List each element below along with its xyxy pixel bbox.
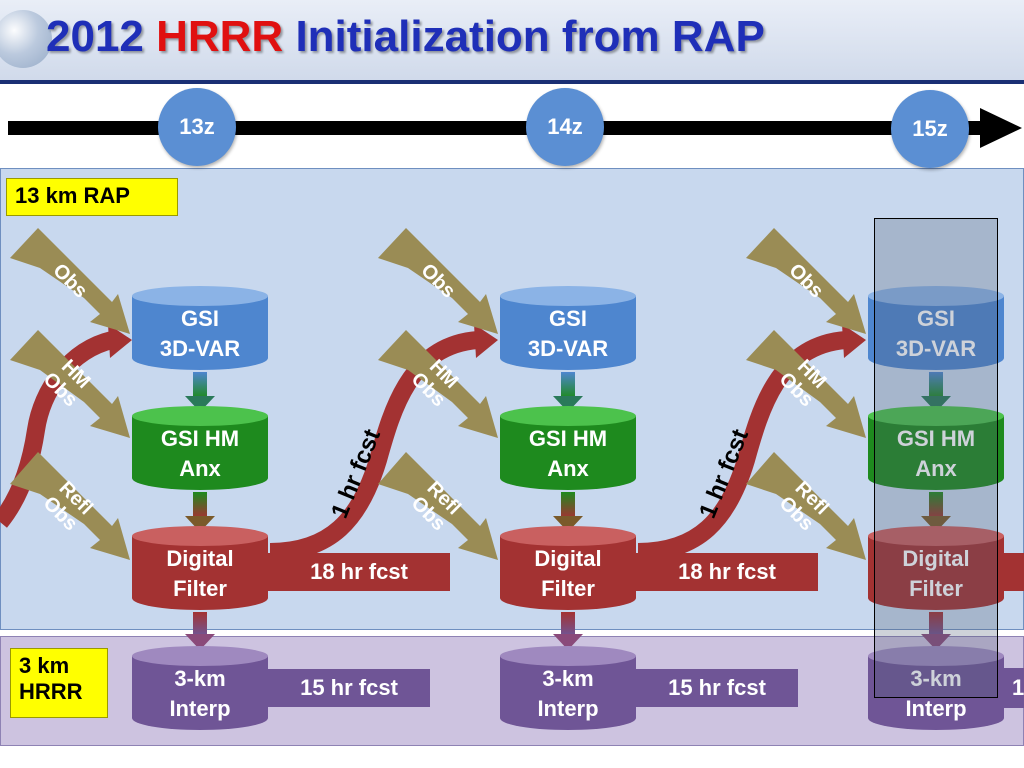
title-bar	[0, 0, 1024, 84]
timeline-arrowhead	[980, 108, 1022, 148]
obs-arrows-col3	[746, 228, 866, 560]
obs-arrows-col1	[10, 228, 130, 560]
slide-title: 2012 HRRR Initialization from RAP	[46, 12, 765, 61]
hrrr-fcst-box: 15 hr fcst	[268, 669, 430, 707]
flow-col2	[553, 372, 583, 650]
flow-col3	[921, 372, 951, 650]
rap-fcst-box: 18 hr fcst	[636, 553, 818, 591]
partial-hrrr-box-right	[1000, 668, 1024, 708]
partial-fcst-box-right	[1000, 553, 1024, 591]
time-15z: 15z	[891, 90, 969, 168]
flow-col1	[185, 372, 215, 650]
rap-fcst-box: 18 hr fcst	[268, 553, 450, 591]
title-underline	[0, 80, 1024, 84]
globe-icon	[0, 10, 52, 68]
hrrr-fcst-partial: 1	[1012, 675, 1024, 700]
obs-arrows-col2	[378, 228, 498, 560]
hrrr-label: 3 km HRRR	[10, 648, 108, 718]
hrrr-fcst-box: 15 hr fcst	[636, 669, 798, 707]
current-cycle-highlight	[874, 218, 998, 698]
timeline-bar	[8, 121, 986, 135]
cycle-arrowhead-2	[842, 324, 866, 358]
time-14z: 14z	[526, 88, 604, 166]
cycle-arrow-left	[0, 331, 115, 528]
rap-label: 13 km RAP	[6, 178, 178, 216]
cycle-arrowhead-1	[474, 324, 498, 358]
cycle-arrowhead-left	[108, 324, 132, 358]
time-13z: 13z	[158, 88, 236, 166]
